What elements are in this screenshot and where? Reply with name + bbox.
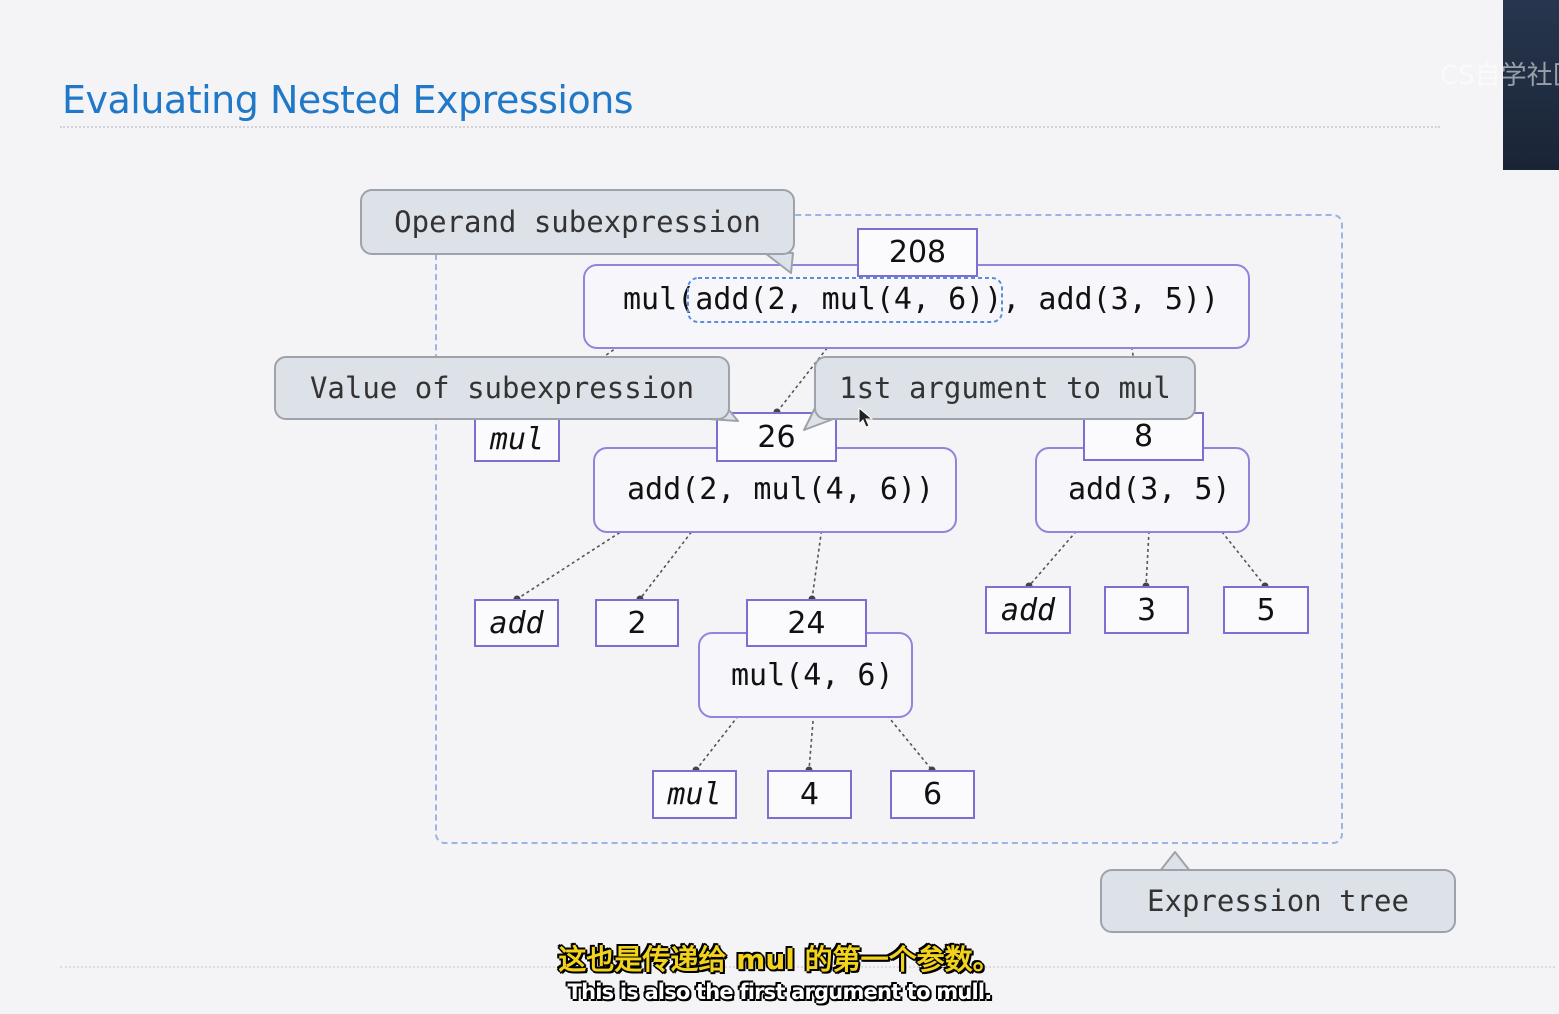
corner-video-thumbnail [1503,0,1559,170]
add35-node [1035,447,1250,533]
edge-mul46-arg2 [871,696,933,771]
mul46-expression: mul(4, 6) [731,658,894,693]
leaf-5: 5 [1223,586,1309,634]
leaf-mul-operator: mul [474,416,560,462]
mouse-cursor-icon [858,406,874,428]
callout-expression-tree: Expression tree [1100,869,1456,933]
leaf-2: 2 [595,599,679,647]
mul46-value: 24 [746,599,867,647]
slide-title: Evaluating Nested Expressions [62,78,634,122]
root-expression: mul(add(2, mul(4, 6)), add(3, 5)) [623,282,1220,317]
expression-tree-frame [435,214,1343,844]
subtitle-chinese: 这也是传递给 mul 的第一个参数。 [558,943,1001,976]
add-value: 26 [716,412,837,462]
edge-add35-operator [1028,512,1093,587]
add35-value: 8 [1083,412,1204,461]
watermark: CS自学社区 [1440,61,1559,89]
leaf-add35-operator: add [985,586,1071,634]
callout-value-of-subexpression: Value of subexpression [274,356,730,420]
leaf-6: 6 [890,770,975,819]
callout-first-argument: 1st argument to mul [814,356,1196,420]
leaf-4: 4 [767,770,852,819]
root-value: 208 [857,228,978,277]
add35-expression: add(3, 5) [1068,472,1231,507]
title-divider [60,126,1440,128]
footer-divider [60,966,1555,968]
leaf-mul46-operator: mul [652,770,737,819]
leaf-3: 3 [1104,586,1189,634]
add-expression: add(2, mul(4, 6)) [627,472,935,507]
subtitle-english: This is also the first argument to mull. [567,980,993,1004]
callout-operand-subexpression: Operand subexpression [360,189,795,255]
leaf-add-operator: add [474,599,559,647]
